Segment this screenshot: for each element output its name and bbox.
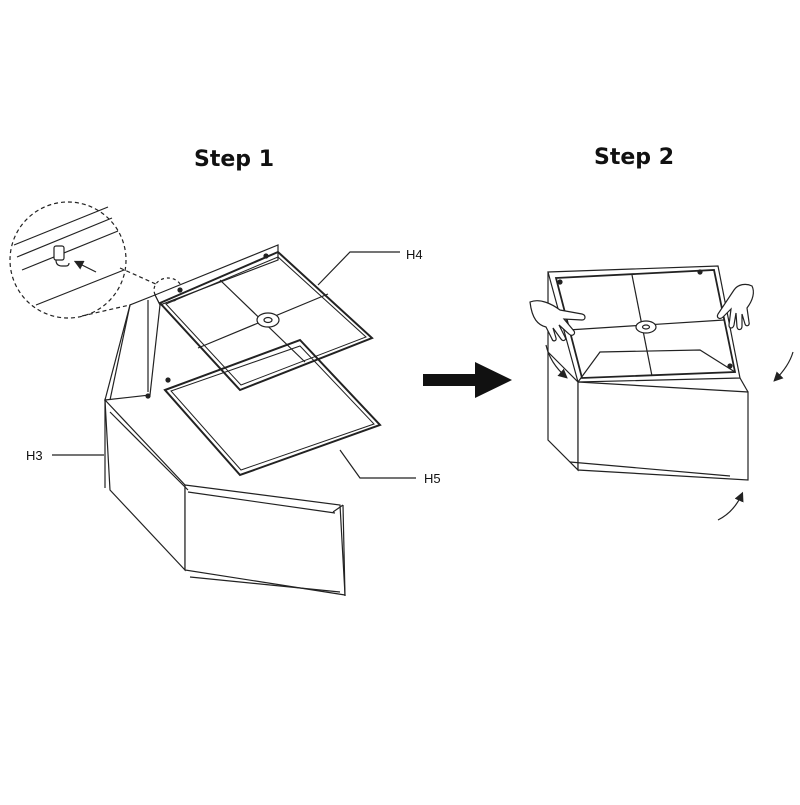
h4-leader <box>317 251 400 286</box>
left-hand-icon <box>529 300 586 342</box>
h4-label: H4 <box>406 247 423 262</box>
h4-top-frame <box>158 250 374 392</box>
right-hand-icon <box>716 283 754 331</box>
rotation-arrow-icon <box>545 344 568 379</box>
h3-shade-panel <box>104 244 346 597</box>
step2-title: Step 2 <box>594 145 674 170</box>
direction-arrow-icon <box>423 362 512 398</box>
rotation-arrow-icon <box>717 491 744 521</box>
h5-leader <box>339 449 416 479</box>
hook-clip-icon <box>53 245 70 267</box>
step2-illustration <box>529 265 794 521</box>
rotation-arrow-icon <box>773 351 794 382</box>
step1-title: Step 1 <box>194 147 274 172</box>
step1-illustration <box>9 201 416 597</box>
h3-label: H3 <box>26 448 43 463</box>
h5-label: H5 <box>424 471 441 486</box>
h5-bottom-frame <box>163 338 382 477</box>
